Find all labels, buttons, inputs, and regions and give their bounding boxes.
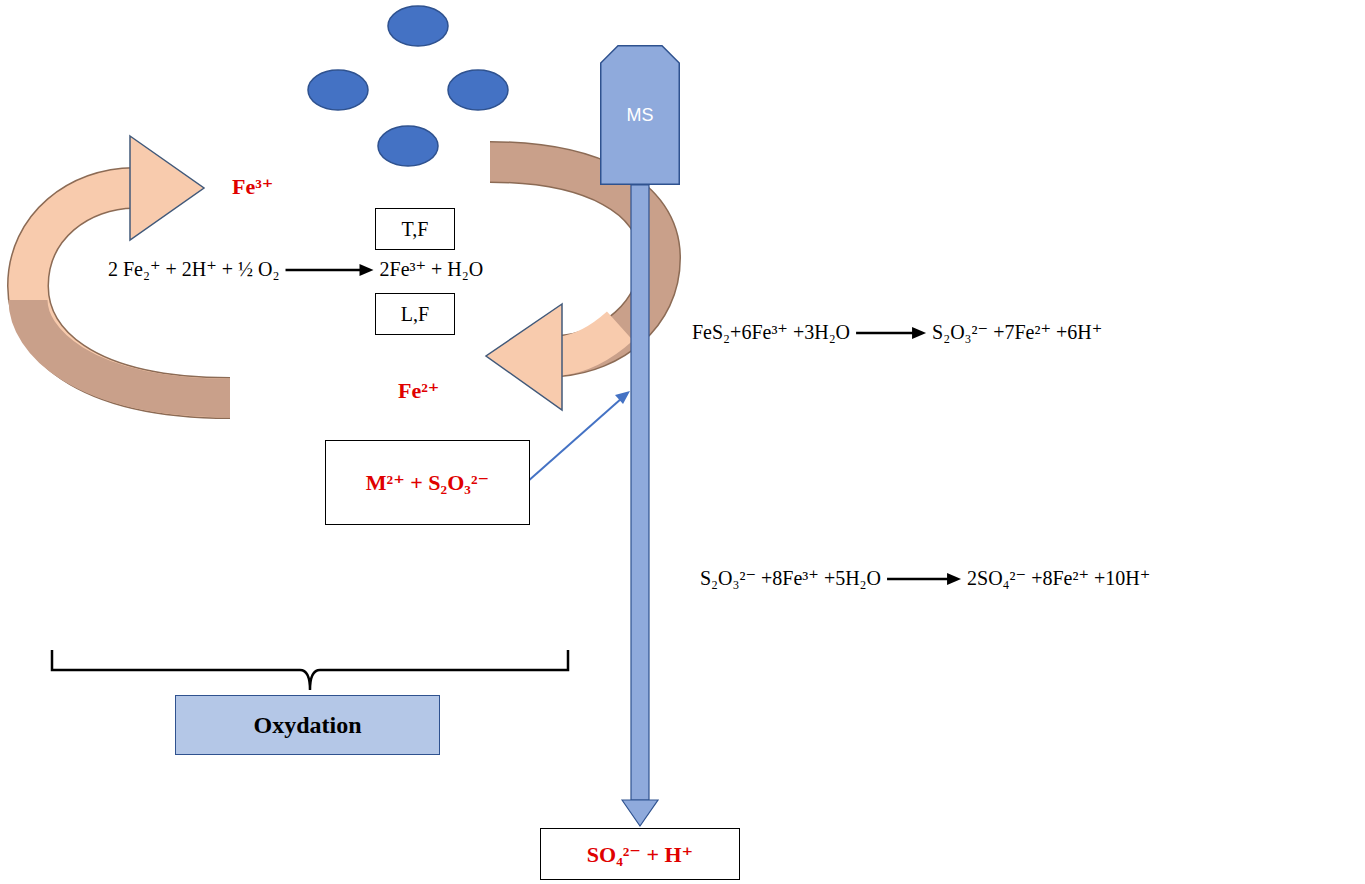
cycle-band-back <box>28 300 230 398</box>
node-text: Oxydation <box>253 712 361 739</box>
condition-box: L,F <box>375 293 455 335</box>
equation-products: S₂O₃²⁻ +7Fe²⁺ +6H⁺ <box>932 320 1102 344</box>
cycle-band <box>28 188 230 398</box>
flow-arrow-shaft <box>631 185 649 800</box>
mineral-sulfide-box: MS <box>600 45 680 185</box>
process-box: Oxydation <box>175 695 440 755</box>
cycle-arrowhead <box>486 304 562 410</box>
cycle-band <box>560 326 620 356</box>
equation-reactants: FeS₂+6Fe³⁺ +3H₂O <box>692 320 850 344</box>
equation-reactants: 2 Fe₂⁺ + 2H⁺ + ½ O₂ <box>108 257 280 281</box>
cycle-arrowhead <box>130 136 204 240</box>
condition-box: T,F <box>375 208 455 250</box>
reaction-arrowhead <box>912 327 926 339</box>
cycle-band-edge <box>28 188 230 398</box>
flow-arrow <box>622 185 658 826</box>
reaction-arrow <box>286 269 364 272</box>
ion-label: Fe³⁺ <box>232 174 273 200</box>
product-box: SO₄²⁻ + H⁺ <box>540 828 740 880</box>
product-box: M²⁺ + S₂O₃²⁻ <box>325 440 530 525</box>
node-text: SO₄²⁻ + H⁺ <box>587 841 693 868</box>
reaction-arrowhead <box>360 264 374 276</box>
ion-label: Fe²⁺ <box>398 378 439 404</box>
reaction-arrow <box>856 332 916 335</box>
equation-products: 2SO₄²⁻ +8Fe²⁺ +10H⁺ <box>967 566 1150 590</box>
node-text: MS <box>627 105 654 126</box>
particle <box>388 6 448 46</box>
node-text: M²⁺ + S₂O₃²⁻ <box>366 469 489 496</box>
grouping-brace <box>52 650 568 690</box>
particle-circles <box>308 6 508 166</box>
pointer-line <box>518 398 622 490</box>
node-text: T,F <box>402 218 429 241</box>
pointer-head <box>615 391 630 404</box>
particle <box>448 70 508 110</box>
reaction-arrowhead <box>947 573 961 585</box>
equation-arrows <box>286 264 962 585</box>
snip-outline <box>601 46 680 185</box>
node-text: L,F <box>401 303 429 326</box>
reaction-arrow <box>887 578 951 581</box>
equation-reactants: S₂O₃²⁻ +8Fe³⁺ +5H₂O <box>700 566 881 590</box>
flow-arrow-head <box>622 800 658 826</box>
particle <box>308 70 368 110</box>
equation-products: 2Fe³⁺ + H₂O <box>380 257 484 281</box>
particle <box>378 126 438 166</box>
